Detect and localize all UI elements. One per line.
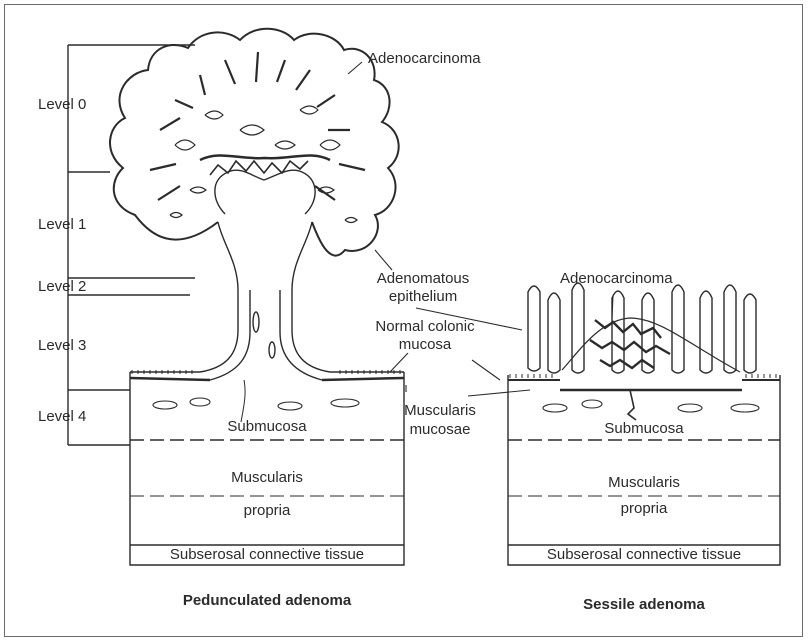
sessile-polyp [528,283,756,420]
sessile-tissue-block [508,374,780,565]
sessile-submucosa-label: Submucosa [508,420,780,438]
pedunculated-stalk [200,222,330,422]
pedunculated-tissue-block [130,370,404,565]
level-0-label: Level 0 [38,96,86,114]
pedunculated-muscularis-label-1: Muscularis [130,469,404,487]
sessile-caption: Sessile adenoma [508,596,780,614]
sessile-vessels [543,400,759,412]
sessile-subserosal-label: Subserosal connective tissue [508,546,780,564]
pedunculated-vessels [153,398,359,410]
adenocarcinoma-label-sessile: Adenocarcinoma [560,270,673,288]
muscularis-mucosae-label-2: mucosae [400,421,480,439]
level-3-label: Level 3 [38,337,86,355]
muscularis-mucosae-label-1: Muscularis [400,402,480,420]
pedunculated-submucosa-label: Submucosa [130,418,404,436]
level-2-label: Level 2 [38,278,86,296]
normal-colonic-mucosa-label-2: mucosa [360,336,490,354]
adenocarcinoma-label-pedunculated: Adenocarcinoma [368,50,481,68]
level-bracket [68,45,195,445]
pedunculated-caption: Pedunculated adenoma [130,592,404,610]
normal-colonic-mucosa-label-1: Normal colonic [360,318,490,336]
adenomatous-epithelium-label-2: epithelium [358,288,488,306]
level-4-label: Level 4 [38,408,86,426]
pedunculated-muscularis-label-2: propria [130,502,404,520]
adenomatous-epithelium-label-1: Adenomatous [358,270,488,288]
sessile-muscularis-label-2: propria [508,500,780,518]
level-1-label: Level 1 [38,216,86,234]
sessile-muscularis-label-1: Muscularis [508,474,780,492]
pedunculated-head [110,29,399,256]
pedunculated-subserosal-label: Subserosal connective tissue [130,546,404,564]
